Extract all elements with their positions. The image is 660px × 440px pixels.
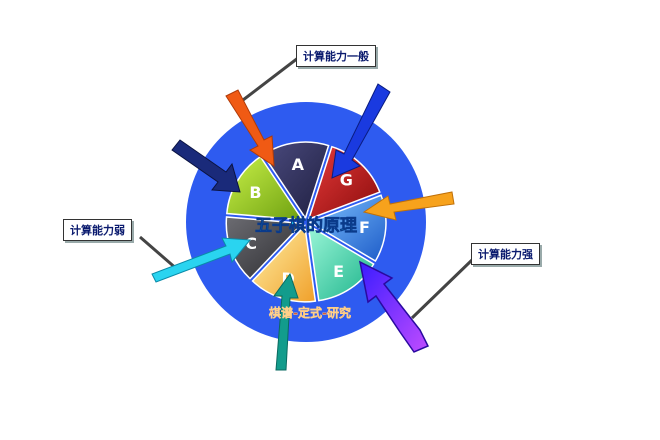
- subtitle: 棋谱-定式-研究: [269, 305, 351, 320]
- callout-top: 计算能力一般: [296, 45, 376, 67]
- center-title: 五子棋的原理: [255, 215, 357, 236]
- segment-labels: AGFEDCB: [245, 155, 370, 288]
- arrow-navy-left: [171, 139, 241, 193]
- segment-label-e: E: [333, 262, 344, 281]
- callout-left: 计算能力弱: [63, 219, 132, 241]
- segment-e: [307, 223, 375, 302]
- pie-segments: [225, 141, 387, 303]
- segment-label-b: B: [249, 183, 261, 202]
- connector-right: [410, 258, 474, 320]
- connector-left: [139, 235, 179, 272]
- segment-label-f: F: [359, 218, 370, 237]
- arrow-orange-top: [225, 89, 275, 167]
- callout-right: 计算能力强: [471, 243, 540, 265]
- segment-g: [307, 145, 381, 221]
- arrow-cyan-left: [151, 237, 251, 283]
- arrow-purple-bottom-right: [358, 260, 430, 353]
- arrow-orange-right: [362, 191, 455, 221]
- connector-top: [242, 56, 299, 102]
- segment-label-a: A: [292, 155, 305, 174]
- segment-label-g: G: [340, 170, 353, 189]
- arrow-blue-top-right: [331, 83, 391, 179]
- segment-label-c: C: [245, 234, 257, 253]
- arrow-teal-bottom: [273, 272, 299, 371]
